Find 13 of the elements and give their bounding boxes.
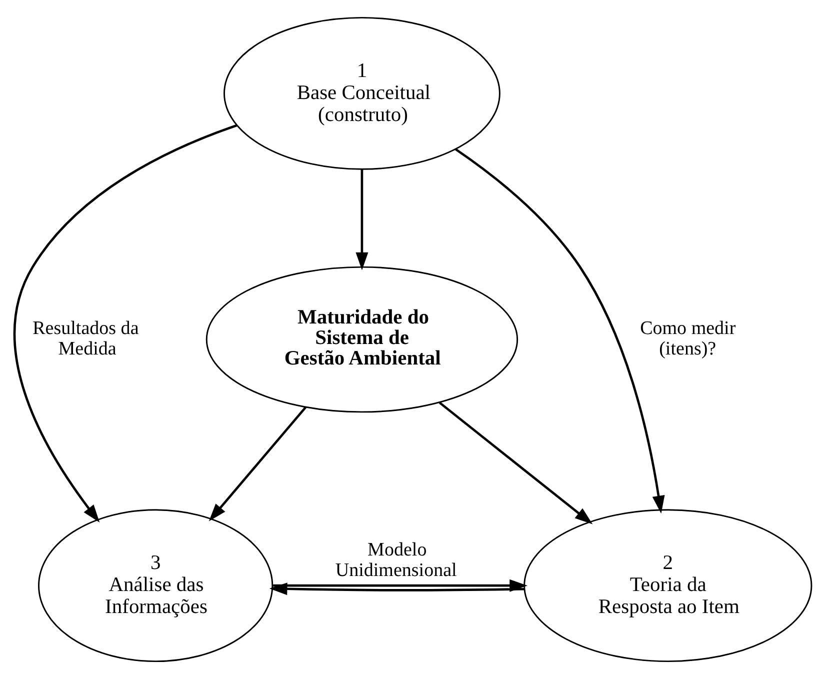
arrow [438,401,593,524]
arrow [455,148,665,514]
node-ellipse: Maturidade do Sistema de Gestão Ambiental [206,266,518,412]
node-ellipse: 3 Análise das Informações [38,508,274,662]
arrow [14,124,238,522]
arrow [273,578,528,592]
edge-label: Como medir (itens)? [640,318,736,360]
arrow [269,582,524,595]
edge-label: Modelo Unidimensional [335,538,457,580]
node-ellipse: 1 Base Conceitual (construto) [224,16,500,170]
arrow [208,406,306,521]
arrow [356,168,368,270]
edge-label: Resultados da Medida [32,318,139,360]
